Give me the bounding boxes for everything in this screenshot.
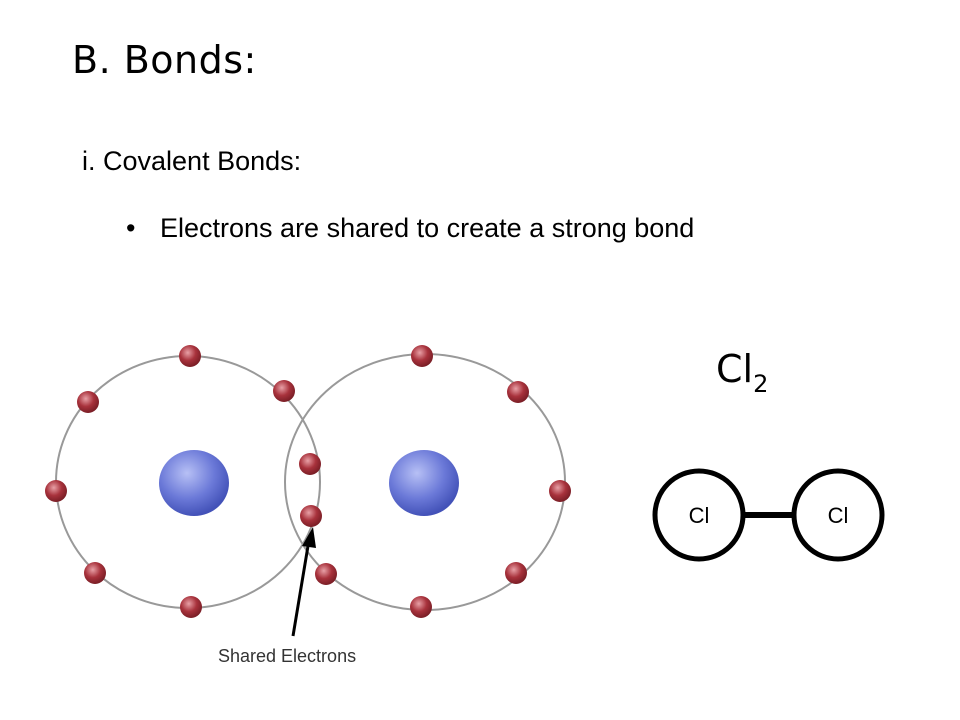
subheading-covalent-bonds: i. Covalent Bonds: — [82, 146, 302, 176]
structural-formula: Cl Cl — [652, 468, 885, 562]
electron — [179, 345, 201, 367]
electron — [273, 380, 295, 402]
cl-atom-right — [791, 468, 885, 562]
electron — [505, 562, 527, 584]
electron — [507, 381, 529, 403]
bullet-text: Electrons are shared to create a strong … — [160, 213, 695, 243]
molecule-formula: Cl2 — [716, 347, 768, 398]
bullet-dot-icon: • — [126, 213, 136, 243]
shared-electron — [300, 505, 322, 527]
nucleus-right — [389, 450, 459, 516]
electron — [45, 480, 67, 502]
bullet-item: • Electrons are shared to create a stron… — [126, 208, 826, 248]
slide-title: B. Bonds: — [72, 38, 257, 82]
cl-atom-right-label: Cl — [828, 503, 849, 528]
formula-symbol: Cl — [716, 347, 754, 391]
electrons-right — [315, 345, 571, 618]
cl-atom-left-label: Cl — [689, 503, 710, 528]
shared-electrons-label: Shared Electrons — [218, 646, 356, 666]
shared-electron — [299, 453, 321, 475]
electron — [315, 563, 337, 585]
electron — [549, 480, 571, 502]
electron — [411, 345, 433, 367]
electron — [77, 391, 99, 413]
electron — [84, 562, 106, 584]
shared-electrons — [299, 453, 322, 527]
cl-atom-left — [652, 468, 746, 562]
formula-subscript: 2 — [753, 370, 769, 398]
shared-electrons-arrow — [291, 527, 316, 637]
electron — [410, 596, 432, 618]
electron — [180, 596, 202, 618]
nucleus-left — [159, 450, 229, 516]
electrons-left — [45, 345, 295, 618]
